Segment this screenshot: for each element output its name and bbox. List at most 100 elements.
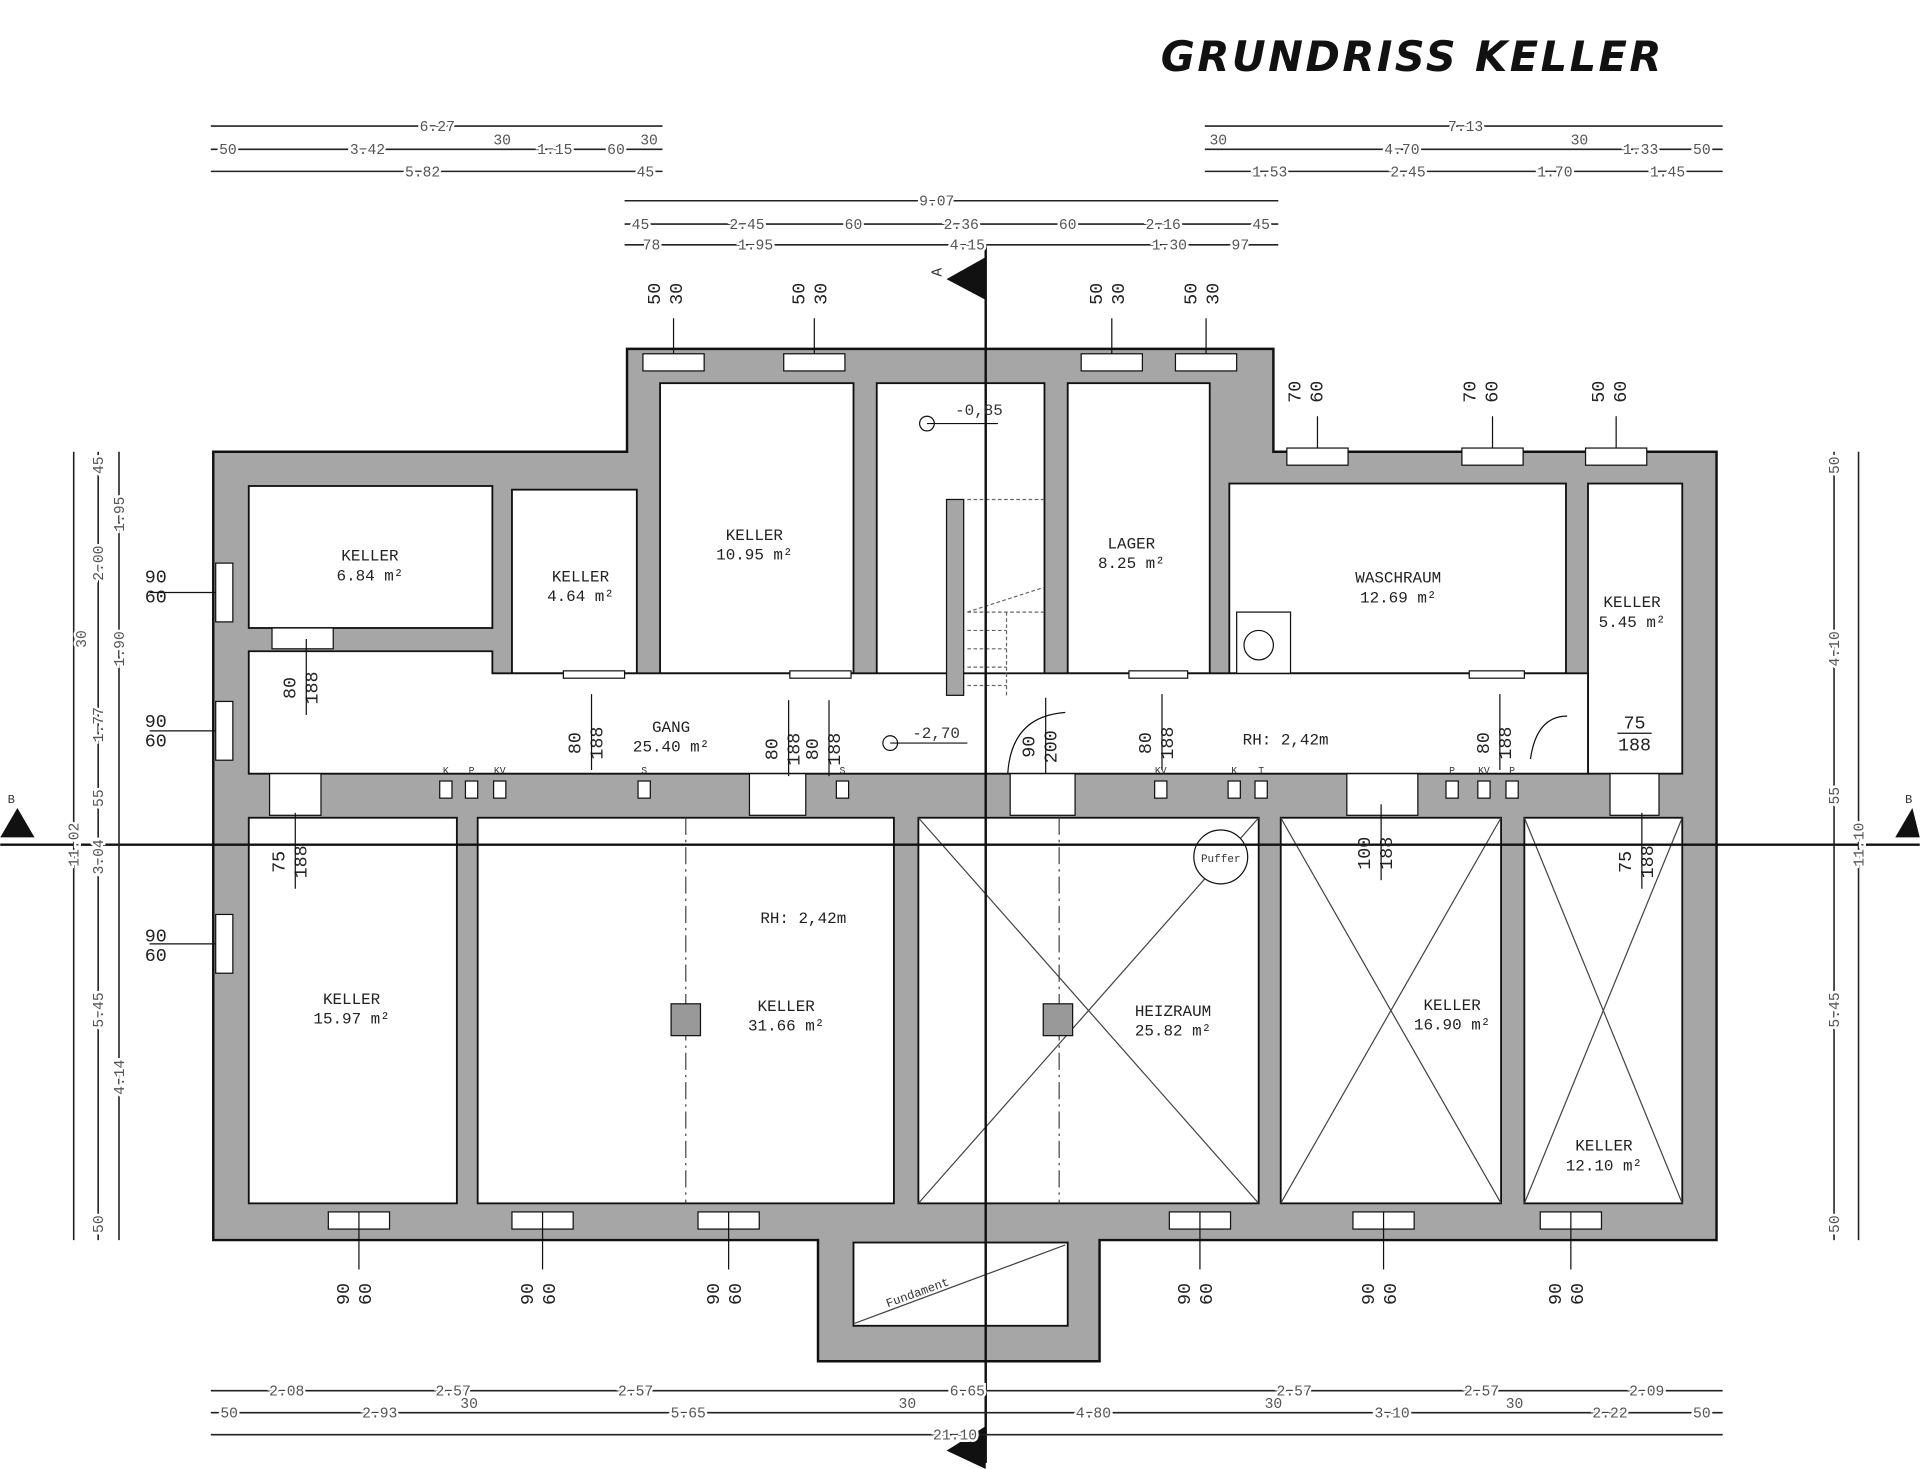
dimension-label: 3.04 (92, 839, 108, 874)
door-opening[interactable] (1128, 670, 1189, 679)
dimension-label: 55 (92, 789, 108, 807)
room-area: 12.69 m² (1360, 589, 1436, 607)
window-width: 90 (1546, 1283, 1567, 1305)
door-swing (1529, 715, 1568, 760)
door-height: 188 (1377, 837, 1398, 870)
pillar (670, 1003, 702, 1037)
window-width: 70 (1285, 381, 1306, 403)
fixture-label: KV (494, 766, 506, 777)
level-value: -2,70 (912, 725, 960, 743)
installation-marker: P (464, 766, 479, 799)
door-height: 188 (1618, 735, 1651, 756)
window-width: 90 (145, 926, 167, 947)
room-area: 6.84 m² (337, 567, 404, 585)
dimension-label: 9.07 (919, 195, 954, 211)
door-width: 80 (803, 738, 824, 760)
installation-marker: KV (1154, 766, 1168, 799)
door-height: 188 (302, 671, 323, 704)
dimension-label: 1.15 (537, 143, 572, 159)
door-opening[interactable] (748, 773, 807, 816)
door-opening[interactable] (789, 670, 852, 679)
dimension-label: 2.93 (362, 1407, 397, 1423)
room-name: GANG (652, 719, 690, 737)
window-height: 60 (1307, 381, 1328, 403)
window-width: 90 (704, 1283, 725, 1305)
door-opening[interactable] (562, 670, 626, 679)
door-width: 75 (269, 851, 290, 873)
fixture-label: KV (1478, 766, 1490, 777)
window-height: 30 (1109, 283, 1130, 305)
door-height: 188 (825, 733, 846, 766)
dimension-label: 60 (1059, 218, 1077, 234)
window-height: 60 (145, 946, 167, 967)
window-width: 50 (1087, 283, 1108, 305)
door-opening[interactable] (1468, 670, 1525, 679)
section-b-label: B (8, 793, 15, 807)
room-name: KELLER (726, 527, 784, 545)
window-height: 60 (1611, 381, 1632, 403)
dimension-label: 1.53 (1252, 165, 1287, 181)
dimension-label: 2.57 (436, 1385, 471, 1401)
section-a-marker-top (946, 257, 986, 300)
washing-machine-icon (1236, 611, 1292, 674)
door-opening[interactable] (268, 773, 322, 816)
dimension-label: 50 (219, 143, 237, 159)
dimension-label: 50 (92, 1215, 108, 1233)
room-name: KELLER (552, 568, 610, 586)
fixture-label: P (1449, 766, 1455, 777)
dimension-label: 3.42 (350, 143, 385, 159)
installation-marker: P (1445, 766, 1459, 799)
dimension-label: 50 (1693, 1407, 1711, 1423)
door-width: 80 (566, 732, 587, 754)
door-opening[interactable] (1346, 773, 1419, 816)
window-width: 90 (518, 1283, 539, 1305)
dimension-label: 1.70 (1537, 165, 1572, 181)
installation-marker: KV (492, 766, 507, 799)
room-name: WASCHRAUM (1355, 570, 1441, 588)
door-opening[interactable] (1009, 773, 1076, 816)
door-opening[interactable] (271, 627, 334, 650)
dimension-label: 2.22 (1592, 1407, 1627, 1423)
fixture-label: KV (1155, 766, 1167, 777)
installation-marker: K (1227, 766, 1241, 799)
room-area: 12.10 m² (1566, 1157, 1642, 1175)
room-area: 25.82 m² (1135, 1023, 1211, 1041)
dimension-label: 2.57 (618, 1385, 653, 1401)
room-name: KELLER (758, 998, 816, 1016)
window-height: 60 (1482, 381, 1503, 403)
room-name: KELLER (1423, 997, 1481, 1015)
door-opening[interactable] (1609, 773, 1660, 816)
fixture-label: S (641, 766, 647, 777)
dimension-label: 55 (1828, 787, 1844, 805)
dimension-label: 30 (75, 630, 91, 648)
